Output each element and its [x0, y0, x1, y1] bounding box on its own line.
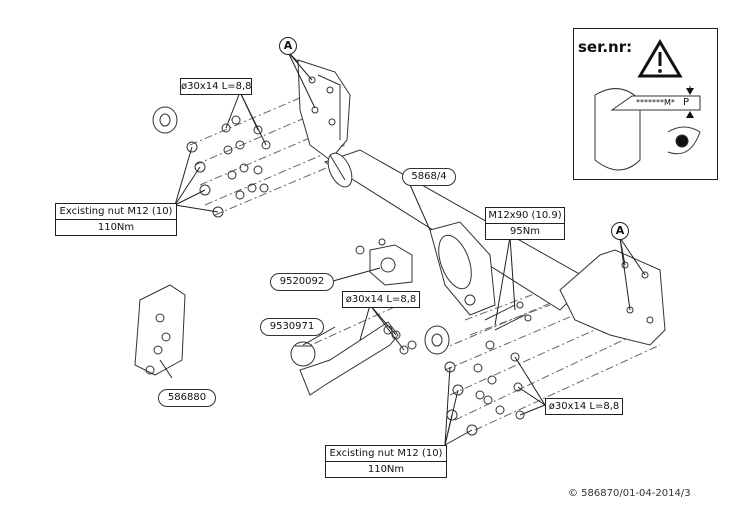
marker-a-left: A	[279, 37, 297, 55]
left-bracket	[297, 59, 351, 161]
washer-spec-bottom-right: ø30x14 L=8,8	[545, 398, 623, 415]
part-label-electrical-kit: 586880	[158, 389, 216, 407]
copyright: © 586870/01-04-2014/3	[568, 488, 691, 499]
serial-plate-text: *******M*	[636, 98, 675, 107]
bolt-spec: M12x90 (10.9) 95Nm	[485, 207, 565, 240]
electrical-kit	[134, 284, 186, 376]
serial-panel-title: ser.nr:	[578, 38, 633, 56]
nut-spec-label: Excisting nut M12 (10)	[59, 206, 173, 217]
washer-spec-text: ø30x14 L=8,8	[548, 401, 620, 412]
right-bracket	[559, 249, 666, 346]
ball-neck	[299, 321, 399, 396]
marker-a-right: A	[611, 222, 629, 240]
part-label-bar: 5868/4	[402, 168, 456, 186]
washer-spec-text: ø30x14 L=8,8	[181, 81, 252, 92]
nut-spec-torque: 110Nm	[56, 219, 176, 235]
bolt-spec-torque: 95Nm	[486, 223, 564, 239]
serial-panel-graphic	[594, 39, 701, 171]
washer-spec-center: ø30x14 L=8,8	[342, 291, 420, 308]
nut-spec-bottom: Excisting nut M12 (10) 110Nm	[325, 445, 447, 478]
part-label-ball: 9530971	[260, 318, 324, 336]
washer-spec-text: ø30x14 L=8,8	[345, 294, 417, 305]
serial-plate-letter: P	[683, 97, 690, 108]
bolt-spec-label: M12x90 (10.9)	[488, 210, 562, 221]
washer-spec-top-left: ø30x14 L=8,8	[180, 78, 252, 95]
nut-spec-left: Excisting nut M12 (10) 110Nm	[55, 203, 177, 236]
socket-plate	[369, 244, 413, 286]
part-label-socket-plate: 9520092	[270, 273, 334, 291]
nut-spec-label: Excisting nut M12 (10)	[329, 448, 443, 459]
nut-spec-torque: 110Nm	[326, 461, 446, 477]
